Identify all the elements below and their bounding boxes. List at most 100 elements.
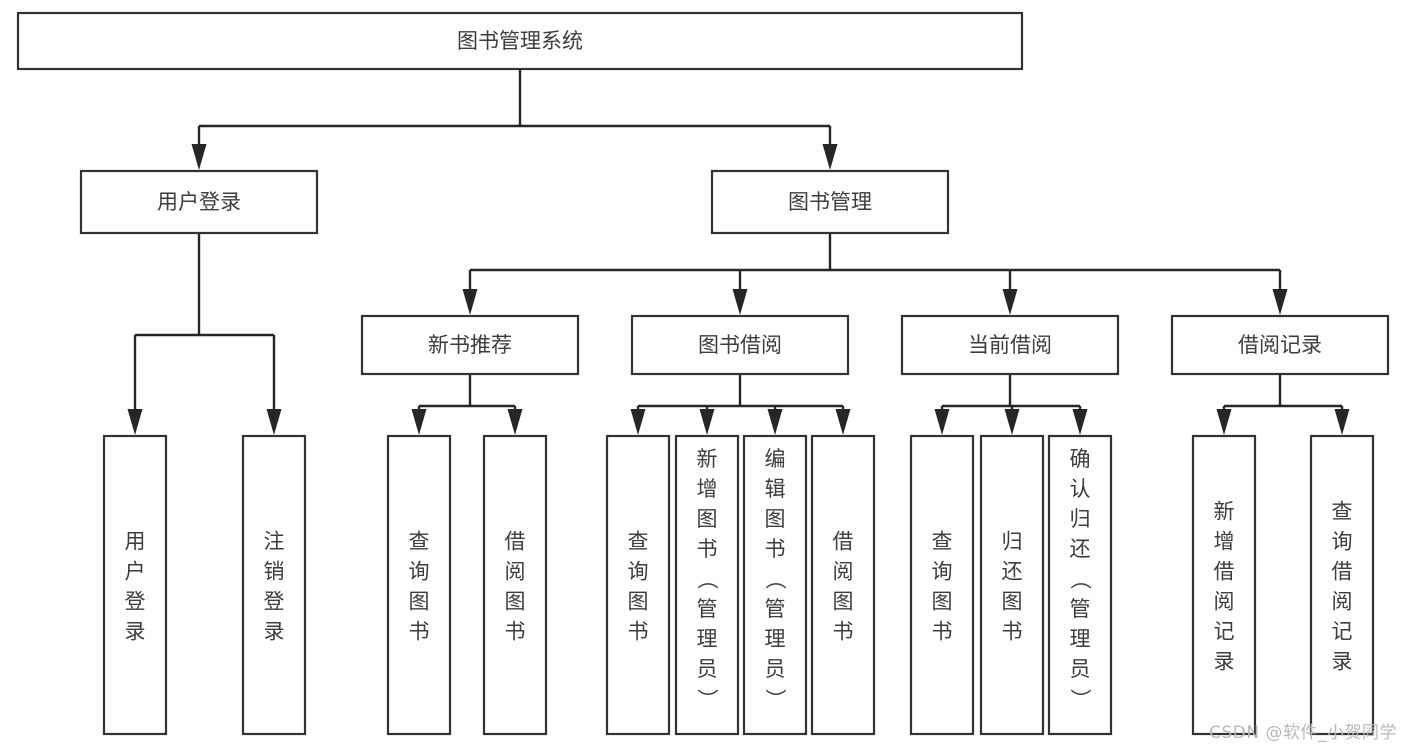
arrow-head-icon (934, 409, 950, 435)
connector-group-user-login (127, 233, 282, 435)
node-label-book-manage: 图书管理 (788, 190, 872, 214)
connector-group-borrow-record (1216, 374, 1350, 435)
node-label-char: 还 (1070, 537, 1091, 561)
node-label-char: 认 (1070, 477, 1091, 501)
node-box-book-borrow[interactable] (630, 314, 850, 376)
node-label-char: 增 (1214, 529, 1235, 553)
node-leaf-user-login[interactable]: 用户登录用户登录 (102, 434, 168, 736)
node-label-char: 询 (932, 559, 953, 583)
node-box-leaf-user-login[interactable] (102, 434, 168, 736)
node-label-char: ） (695, 689, 719, 710)
node-label-char: 书 (697, 537, 718, 561)
node-label-char: 询 (409, 559, 430, 583)
node-label-char: 户 (125, 559, 146, 583)
arrow-head-icon (1334, 409, 1350, 435)
node-label-char: 查 (628, 529, 649, 553)
node-label-char: 归 (1002, 529, 1023, 553)
node-label-char: 查 (1332, 499, 1353, 523)
node-borrow-record[interactable]: 借阅记录 (1170, 314, 1390, 376)
node-label-char: 录 (1332, 649, 1353, 673)
node-label-char: 员 (1070, 657, 1091, 681)
node-label-char: 阅 (1214, 589, 1235, 613)
arrow-head-icon (699, 409, 715, 435)
node-label-char: 理 (765, 627, 786, 651)
node-leaf-add-record[interactable]: 新增借阅记录新增借阅记录 (1191, 434, 1257, 736)
node-leaf-borrow-book[interactable]: 借阅图书借阅图书 (810, 434, 876, 736)
node-label-char: 理 (697, 627, 718, 651)
node-box-root[interactable] (16, 11, 1024, 71)
node-leaf-query-book-rec[interactable]: 查询图书查询图书 (386, 434, 452, 736)
node-label-char: 登 (264, 589, 285, 613)
connector-group-root (191, 69, 838, 170)
node-box-leaf-query-book-rec[interactable] (386, 434, 452, 736)
node-leaf-query-book[interactable]: 查询图书查询图书 (605, 434, 671, 736)
node-box-leaf-logout[interactable] (241, 434, 307, 736)
node-box-leaf-confirm-return[interactable] (1047, 434, 1113, 736)
node-new-book-recommend[interactable]: 新书推荐 (360, 314, 580, 376)
node-box-book-manage[interactable] (710, 169, 950, 235)
node-label-char: 记 (1332, 619, 1353, 643)
node-label-char: 图 (697, 507, 718, 531)
node-box-leaf-add-book[interactable] (674, 434, 740, 736)
node-label-char: 录 (264, 619, 285, 643)
arrow-head-icon (732, 289, 748, 315)
arrow-head-icon (1272, 289, 1288, 315)
node-box-user-login[interactable] (79, 169, 319, 235)
node-label-char: 新 (697, 447, 718, 471)
node-box-borrow-record[interactable] (1170, 314, 1390, 376)
node-root[interactable]: 图书管理系统 (16, 11, 1024, 71)
node-box-leaf-edit-book[interactable] (742, 434, 808, 736)
node-label-char: 阅 (505, 559, 526, 583)
node-label-char: 阅 (1332, 589, 1353, 613)
node-label-char: 注 (264, 529, 285, 553)
arrow-head-icon (462, 289, 478, 315)
node-box-leaf-add-record[interactable] (1191, 434, 1257, 736)
node-label-new-book-recommend: 新书推荐 (428, 333, 512, 357)
connector-group-book-borrow (630, 374, 851, 435)
node-label-char: 员 (765, 657, 786, 681)
node-book-manage[interactable]: 图书管理 (710, 169, 950, 235)
node-label-char: 管 (1070, 597, 1091, 621)
connector-group-current-borrow (934, 374, 1088, 435)
node-leaf-return-book[interactable]: 归还图书归还图书 (979, 434, 1045, 736)
node-box-leaf-query-book-cur[interactable] (909, 434, 975, 736)
node-label-char: 借 (505, 529, 526, 553)
arrow-head-icon (630, 409, 646, 435)
arrow-head-icon (507, 409, 523, 435)
node-label-char: 图 (932, 589, 953, 613)
node-label-char: 还 (1002, 559, 1023, 583)
node-box-leaf-borrow-book-rec[interactable] (482, 434, 548, 736)
node-label-char: ） (763, 689, 787, 710)
node-leaf-borrow-book-rec[interactable]: 借阅图书借阅图书 (482, 434, 548, 736)
node-leaf-logout[interactable]: 注销登录注销登录 (241, 434, 307, 736)
node-label-char: 销 (264, 559, 285, 583)
node-box-leaf-query-book[interactable] (605, 434, 671, 736)
node-leaf-query-book-cur[interactable]: 查询图书查询图书 (909, 434, 975, 736)
arrow-head-icon (266, 409, 282, 435)
node-leaf-query-record[interactable]: 查询借阅记录查询借阅记录 (1309, 434, 1375, 736)
node-label-char: 书 (628, 619, 649, 643)
node-book-borrow[interactable]: 图书借阅 (630, 314, 850, 376)
node-label-char: 确 (1070, 447, 1091, 471)
node-box-leaf-return-book[interactable] (979, 434, 1045, 736)
node-label-char: 书 (409, 619, 430, 643)
node-label-char: 图 (505, 589, 526, 613)
connector-group-new-book-recommend (411, 374, 523, 435)
node-label-char: 辑 (765, 477, 786, 501)
node-label-char: 增 (697, 477, 718, 501)
arrow-head-icon (767, 409, 783, 435)
node-label-char: 图 (833, 589, 854, 613)
node-box-leaf-borrow-book[interactable] (810, 434, 876, 736)
node-label-char: 询 (1332, 529, 1353, 553)
node-current-borrow[interactable]: 当前借阅 (900, 314, 1120, 376)
node-box-leaf-query-record[interactable] (1309, 434, 1375, 736)
node-box-current-borrow[interactable] (900, 314, 1120, 376)
node-user-login[interactable]: 用户登录 (79, 169, 319, 235)
node-label-char: 新 (1214, 499, 1235, 523)
node-box-new-book-recommend[interactable] (360, 314, 580, 376)
node-label-char: 借 (1214, 559, 1235, 583)
arrow-head-icon (835, 409, 851, 435)
